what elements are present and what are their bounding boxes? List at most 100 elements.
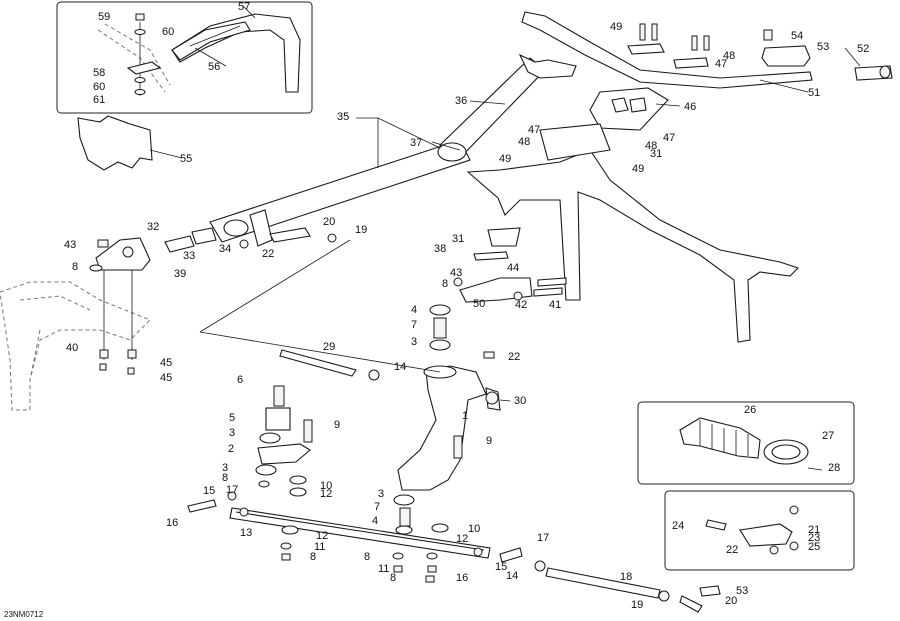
label-22: 22 [726, 544, 738, 556]
inset-box-boot [637, 401, 855, 485]
label-15: 15 [495, 561, 507, 573]
label-56: 56 [208, 61, 220, 73]
label-24: 24 [672, 520, 684, 532]
leader-lines [149, 5, 861, 402]
label-60: 60 [93, 81, 105, 93]
hardware-lower [280, 351, 495, 583]
part-tie-rod-18 [545, 567, 721, 613]
label-48: 48 [723, 50, 735, 62]
label-29: 29 [323, 341, 335, 353]
inset-boot-parts [679, 417, 823, 471]
label-8: 8 [390, 572, 396, 584]
label-20: 20 [725, 595, 737, 607]
label-42: 42 [515, 299, 527, 311]
label-12: 12 [320, 488, 332, 500]
label-50: 50 [473, 298, 485, 310]
label-49: 49 [499, 153, 511, 165]
label-38: 38 [434, 243, 446, 255]
label-8: 8 [442, 278, 448, 290]
label-34: 34 [219, 243, 231, 255]
label-2: 2 [228, 443, 234, 455]
label-47: 47 [528, 124, 540, 136]
label-51: 51 [808, 87, 820, 99]
part-steering-column-35 [209, 53, 577, 247]
label-14: 14 [394, 361, 406, 373]
label-55: 55 [180, 153, 192, 165]
label-15: 15 [203, 485, 215, 497]
label-19: 19 [355, 224, 367, 236]
label-17: 17 [226, 484, 238, 496]
label-53: 53 [736, 585, 748, 597]
label-33: 33 [183, 250, 195, 262]
label-23: 23 [808, 532, 820, 544]
label-8: 8 [364, 551, 370, 563]
label-32: 32 [147, 221, 159, 233]
label-59: 59 [98, 11, 110, 23]
label-48: 48 [518, 136, 530, 148]
label-19: 19 [631, 599, 643, 611]
label-17: 17 [537, 532, 549, 544]
label-12: 12 [316, 530, 328, 542]
label-13: 13 [240, 527, 252, 539]
label-35: 35 [337, 111, 349, 123]
part-frame-31 [466, 123, 800, 343]
label-39: 39 [174, 268, 186, 280]
label-48: 48 [645, 140, 657, 152]
label-46: 46 [684, 101, 696, 113]
label-52: 52 [857, 43, 869, 55]
label-8: 8 [310, 551, 316, 563]
label-7: 7 [411, 319, 417, 331]
label-60: 60 [162, 26, 174, 38]
part-center-mount-50 [453, 277, 567, 303]
inset-box-link [664, 490, 855, 571]
label-12: 12 [456, 533, 468, 545]
label-25: 25 [808, 541, 820, 553]
label-30: 30 [514, 395, 526, 407]
diagram-code: 23NM0712 [4, 610, 44, 619]
vehicle-frame-ghost [0, 270, 151, 411]
label-21: 21 [808, 524, 820, 536]
label-58: 58 [93, 67, 105, 79]
label-53: 53 [817, 41, 829, 53]
label-11: 11 [378, 563, 389, 575]
label-28: 28 [828, 462, 840, 474]
inset-link-parts [705, 505, 799, 555]
label-18: 18 [620, 571, 632, 583]
part-left-stack-2 [255, 385, 313, 497]
label-9: 9 [334, 419, 340, 431]
label-31: 31 [650, 148, 662, 160]
label-7: 7 [374, 501, 380, 513]
label-54: 54 [791, 30, 803, 42]
label-43: 43 [450, 267, 462, 279]
label-43: 43 [64, 239, 76, 251]
label-3: 3 [229, 427, 235, 439]
label-5: 5 [229, 412, 235, 424]
inset-box-bracket [56, 1, 313, 114]
label-16: 16 [456, 572, 468, 584]
part-mount-plate-46 [589, 23, 710, 131]
part-labels: 59 57 60 56 58 60 61 55 35 36 37 32 20 1… [4, 1, 869, 619]
label-3: 3 [222, 462, 228, 474]
label-9: 9 [486, 435, 492, 447]
label-8: 8 [222, 472, 228, 484]
label-4: 4 [372, 515, 378, 527]
inset-bracket-parts [97, 13, 301, 96]
label-41: 41 [549, 299, 561, 311]
label-27: 27 [822, 430, 834, 442]
label-36: 36 [455, 95, 467, 107]
label-47: 47 [715, 58, 727, 70]
part-left-bracket-39 [89, 227, 337, 272]
label-4: 4 [411, 304, 417, 316]
label-61: 61 [93, 94, 105, 106]
label-45: 45 [160, 357, 172, 369]
label-22: 22 [262, 248, 274, 260]
part-lower-column-1 [279, 304, 501, 491]
label-3: 3 [378, 488, 384, 500]
label-57: 57 [238, 1, 250, 13]
label-40: 40 [66, 342, 78, 354]
label-49: 49 [610, 21, 622, 33]
label-26: 26 [744, 404, 756, 416]
label-10: 10 [468, 523, 480, 535]
label-31: 31 [452, 233, 464, 245]
